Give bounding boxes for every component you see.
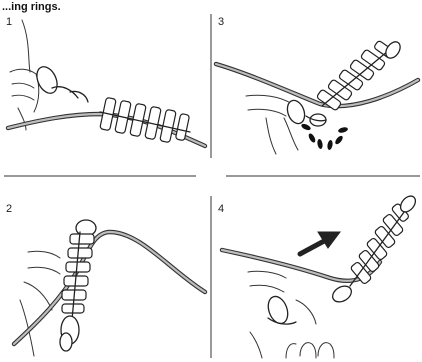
step-number-1: 1 — [6, 16, 12, 28]
step-number-3: 3 — [218, 16, 224, 28]
harness-line — [28, 267, 60, 274]
panel-step-2: 2 — [6, 203, 205, 356]
harness-line — [248, 109, 286, 116]
hip-outline — [24, 282, 52, 310]
panel-step-3: 3 — [216, 16, 418, 154]
rope-grab-device — [316, 39, 403, 111]
harness-line — [246, 95, 292, 104]
panel-step-1: 1 — [6, 16, 205, 146]
rope — [14, 232, 205, 344]
harness-line — [250, 285, 284, 292]
figure-title: ...ing rings. — [2, 1, 61, 13]
hip-outline — [10, 69, 39, 112]
leg-outline — [266, 118, 276, 154]
harness-line — [12, 83, 34, 88]
hand-outline — [250, 332, 262, 358]
step-number-2: 2 — [6, 203, 12, 215]
harness-line — [248, 271, 286, 278]
finger-outline — [286, 344, 296, 358]
torso-outline — [22, 20, 30, 72]
belay-loop — [284, 98, 307, 126]
rope-grab-device — [350, 193, 418, 286]
belay-loop — [33, 64, 61, 97]
belay-loop — [265, 294, 291, 326]
step-number-4: 4 — [218, 203, 224, 215]
rope-grab-device — [60, 220, 96, 351]
arrow-up-right-icon — [300, 232, 340, 254]
harness-line — [12, 95, 34, 100]
arm-outline — [296, 300, 316, 324]
rope — [216, 64, 418, 106]
harness-line — [28, 251, 60, 258]
panel-step-4: 4 — [218, 193, 418, 358]
finger-outline — [300, 343, 316, 358]
finger-outline — [318, 343, 334, 358]
click-burst-icon — [300, 123, 348, 151]
